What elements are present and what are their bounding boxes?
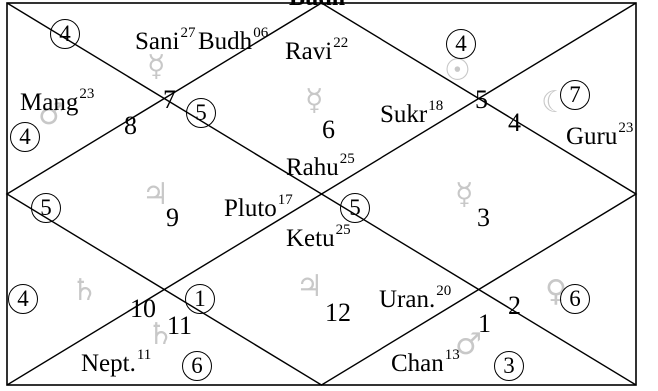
house-number-8: 8 — [124, 111, 137, 140]
mars-icon: ♂ — [38, 97, 65, 132]
house-number-11: 11 — [167, 311, 193, 340]
planet-pluto: Pluto17 — [224, 192, 293, 222]
planet-uran: Uran.20 — [379, 283, 452, 313]
circled-number: 3 — [494, 351, 524, 381]
mercury-icon: ☿ — [455, 177, 474, 212]
house-number-4: 4 — [508, 108, 521, 137]
chart-title: Budh — [289, 0, 345, 10]
jupiter-icon: ♃ — [142, 177, 169, 212]
inner-diamond — [5, 2, 638, 386]
circled-number: 4 — [50, 19, 80, 49]
house-number-7: 7 — [163, 85, 176, 114]
planet-budh: Budh06 — [198, 25, 269, 55]
house-number-3: 3 — [477, 203, 490, 232]
circled-number: 6 — [560, 284, 590, 314]
circled-number: 5 — [340, 193, 370, 223]
circled-number: 5 — [186, 98, 216, 128]
circled-number: 4 — [446, 29, 476, 59]
saturn-icon: ♄ — [147, 317, 174, 352]
planet-sukr: Sukr18 — [380, 98, 444, 128]
house-number-5: 5 — [475, 85, 488, 114]
planet-mang: Mang23 — [20, 86, 95, 116]
mercury-icon: ☿ — [305, 83, 324, 118]
sun-icon: ☉ — [444, 53, 471, 88]
circled-number: 4 — [8, 284, 38, 314]
saturn-icon: ♄ — [71, 273, 98, 308]
mercury-icon: ☿ — [147, 49, 166, 84]
planet-sani: Sani27 — [135, 25, 196, 55]
jupiter-icon: ♃ — [296, 269, 323, 304]
planet-ketu: Ketu25 — [286, 222, 351, 252]
house-number-1: 1 — [478, 309, 491, 338]
circled-number: 1 — [185, 284, 215, 314]
planet-chan: Chan13 — [391, 347, 460, 377]
house-number-2: 2 — [508, 291, 521, 320]
diagonal-anti — [6, 2, 637, 386]
planet-nept: Nept.11 — [81, 347, 152, 377]
house-number-9: 9 — [166, 203, 179, 232]
circled-number: 4 — [10, 122, 40, 152]
house-number-10: 10 — [130, 294, 156, 323]
circled-number: 7 — [560, 80, 590, 110]
planet-guru: Guru23 — [566, 120, 634, 150]
house-number-6: 6 — [322, 115, 335, 144]
circled-number: 6 — [182, 351, 212, 381]
mars-icon: ♂ — [455, 327, 482, 362]
planet-rahu: Rahu25 — [286, 151, 355, 181]
planet-ravi: Ravi22 — [285, 35, 349, 65]
circled-number: 5 — [31, 193, 61, 223]
house-number-12: 12 — [325, 298, 351, 327]
